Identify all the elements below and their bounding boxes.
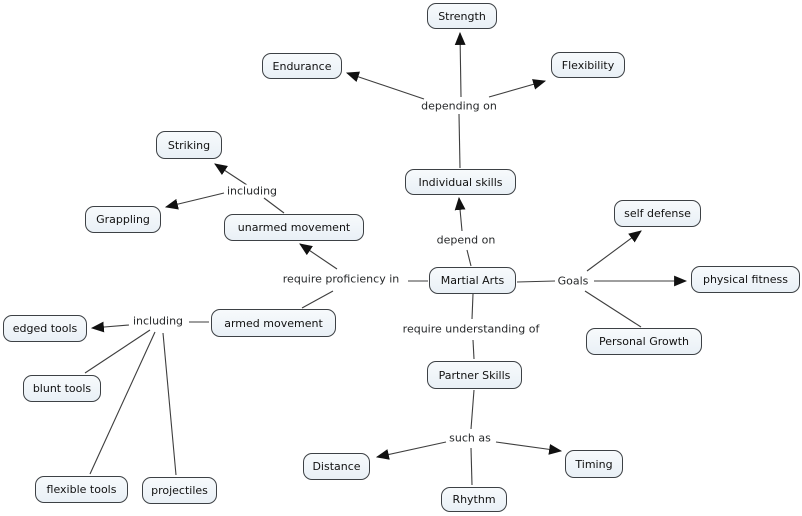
edge-require-understanding-of-to-partner-skills: [472, 339, 475, 360]
concept-unarmed-movement[interactable]: unarmed movement: [224, 214, 364, 241]
concept-strength[interactable]: Strength: [427, 3, 497, 29]
concept-personal-growth[interactable]: Personal Growth: [586, 328, 702, 355]
linking-phrase-including-unarmed[interactable]: including: [224, 184, 280, 198]
edge-including-to-blunt-tools: [84, 329, 151, 374]
concept-self-defense[interactable]: self defense: [614, 200, 701, 227]
concept-distance[interactable]: Distance: [303, 453, 370, 480]
concept-projectiles[interactable]: projectiles: [142, 477, 217, 504]
concept-grappling[interactable]: Grappling: [85, 206, 161, 233]
edge-martial-arts-to-require-understanding-of: [471, 293, 474, 320]
edge-goals-to-self-defense: [586, 230, 642, 272]
edge-such-as-to-distance: [375, 441, 447, 460]
concept-rhythm[interactable]: Rhythm: [441, 487, 507, 512]
concept-endurance[interactable]: Endurance: [262, 53, 342, 79]
edge-martial-arts-to-goals: [516, 280, 556, 283]
edge-including-to-edged-tools: [90, 321, 130, 333]
concept-individual-skills[interactable]: Individual skills: [405, 169, 516, 195]
concept-blunt-tools[interactable]: blunt tools: [23, 375, 101, 402]
edge-depending-on-to-strength: [454, 31, 466, 98]
edge-depend-on-to-individual-skills: [454, 196, 466, 232]
linking-phrase-such-as[interactable]: such as: [447, 431, 493, 445]
linking-phrase-goals[interactable]: Goals: [555, 274, 591, 288]
edge-depending-on-to-flexibility: [488, 79, 547, 98]
linking-phrase-depend-on[interactable]: depend on: [434, 233, 498, 247]
concept-edged-tools[interactable]: edged tools: [3, 315, 87, 342]
edge-goals-to-personal-growth: [584, 290, 642, 328]
concept-physical-fitness[interactable]: physical fitness: [691, 266, 800, 293]
linking-phrase-depending-on[interactable]: depending on: [419, 99, 499, 113]
concept-partner-skills[interactable]: Partner Skills: [427, 361, 522, 389]
linking-phrase-require-proficiency-in[interactable]: require proficiency in: [280, 272, 402, 286]
concept-timing[interactable]: Timing: [565, 450, 623, 478]
linking-phrase-including-armed[interactable]: including: [130, 314, 186, 328]
edge-including-to-projectiles: [162, 332, 177, 476]
edge-depending-on-to-endurance: [345, 71, 425, 100]
concept-flexibility[interactable]: Flexibility: [551, 52, 625, 78]
linking-phrase-require-understanding-of[interactable]: require understanding of: [400, 322, 542, 336]
concept-martial-arts[interactable]: Martial Arts: [429, 267, 516, 294]
edge-martial-arts-to-depend-on: [466, 249, 472, 267]
concept-armed-movement[interactable]: armed movement: [211, 309, 336, 337]
concept-flexible-tools[interactable]: flexible tools: [35, 476, 128, 503]
edge-partner-skills-to-such-as: [470, 389, 475, 430]
edge-such-as-to-rhythm: [470, 447, 473, 486]
edge-including-to-striking: [214, 163, 248, 186]
edge-including-to-flexible-tools: [89, 331, 156, 475]
edge-require-proficiency-in-to-unarmed-movement: [299, 243, 338, 270]
edge-require-proficiency-in-to-armed-movement: [301, 290, 334, 309]
concept-striking[interactable]: Striking: [156, 131, 222, 159]
edge-unarmed-movement-to-including: [263, 197, 285, 214]
edge-individual-skills-to-depending-on: [458, 113, 461, 169]
edge-including-to-grappling: [164, 192, 225, 210]
edge-such-as-to-timing: [495, 441, 563, 455]
